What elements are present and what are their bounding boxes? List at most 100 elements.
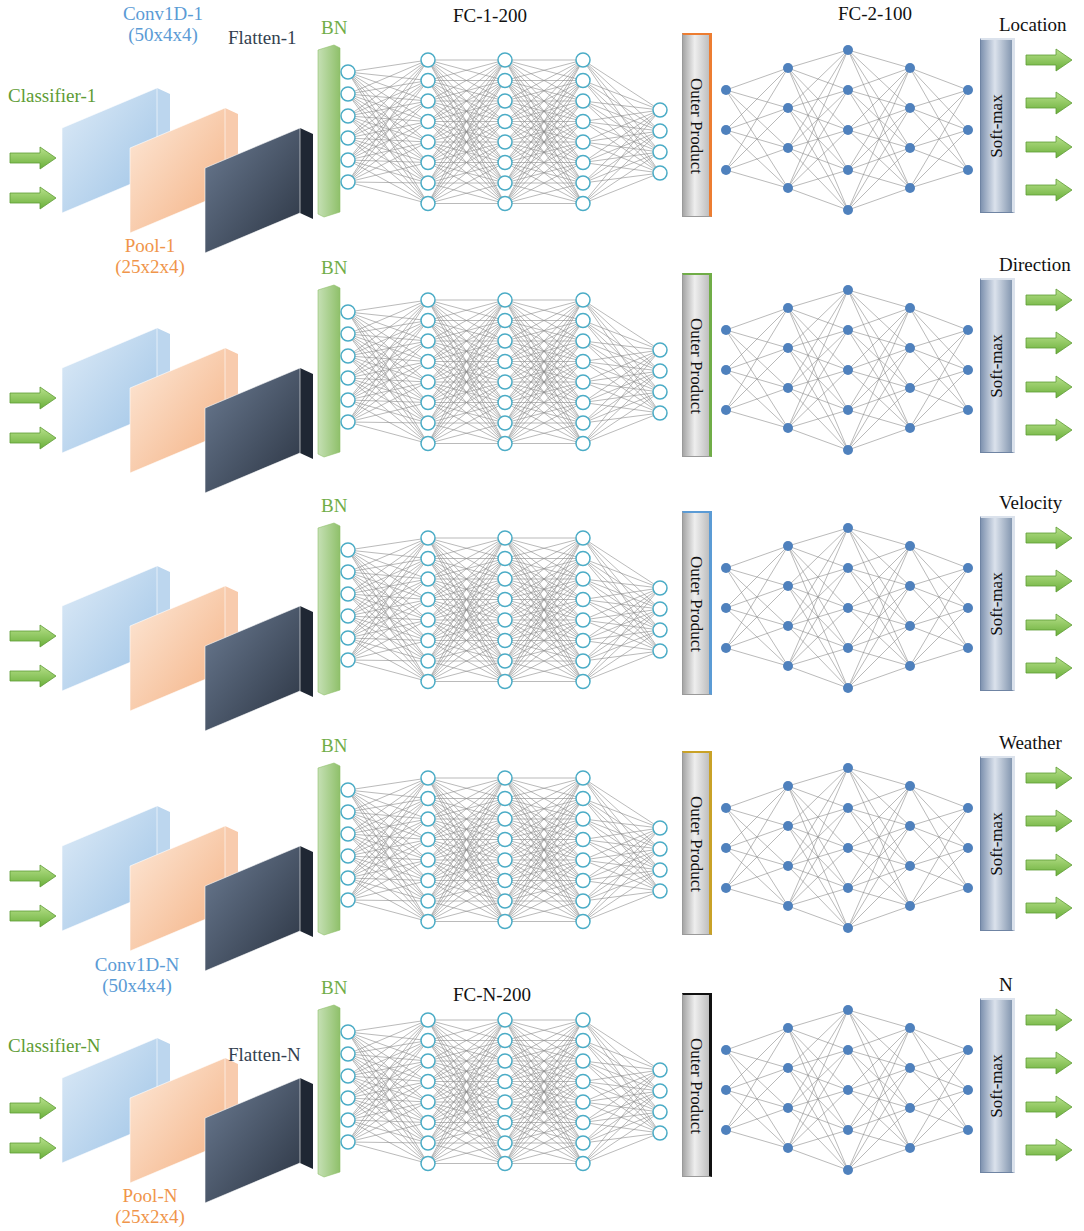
connection-line <box>428 1143 505 1164</box>
connection-line <box>505 661 583 682</box>
connection-line <box>583 778 660 849</box>
connection-line <box>910 68 968 90</box>
connection-line <box>583 300 660 371</box>
neuron <box>421 572 435 586</box>
connection-line <box>428 641 505 682</box>
connection-line <box>348 812 428 881</box>
connection-line <box>428 203 505 204</box>
green-arrow <box>1026 897 1072 919</box>
neuron <box>421 416 435 430</box>
connection-line <box>348 840 428 879</box>
connection-line <box>726 170 788 188</box>
connection-line <box>583 60 660 173</box>
neuron <box>498 812 512 826</box>
connection-line <box>910 546 968 648</box>
neuron <box>576 1034 590 1048</box>
connection-line <box>428 538 505 559</box>
connection-line <box>505 538 583 661</box>
batchnorm-bar <box>318 1005 340 1177</box>
connection-line <box>505 1020 583 1041</box>
connection-line <box>348 321 428 379</box>
outer-product-label: Outer Product <box>686 556 706 652</box>
connection-line <box>583 579 660 651</box>
connection-line <box>583 350 660 362</box>
connection-line <box>428 778 505 922</box>
connection-line <box>505 300 583 403</box>
connection-line <box>428 1020 505 1123</box>
green-arrow <box>1026 49 1072 71</box>
connection-line <box>505 60 583 81</box>
connection-line <box>505 403 583 444</box>
connection-line <box>583 630 660 682</box>
connection-line <box>505 300 583 301</box>
connection-line <box>583 778 660 828</box>
connection-line <box>348 101 428 116</box>
connection-line <box>583 101 660 131</box>
neuron <box>905 581 915 591</box>
connection-line <box>788 290 848 388</box>
connection-line <box>348 334 428 382</box>
connection-line <box>505 122 583 204</box>
connection-line <box>428 538 505 620</box>
connection-line <box>348 60 428 116</box>
connection-line <box>428 881 505 922</box>
connection-line <box>428 819 505 922</box>
neuron <box>843 843 853 853</box>
neuron <box>576 1075 590 1089</box>
connection-line <box>505 1143 583 1164</box>
connection-line <box>583 799 660 892</box>
connection-line <box>348 812 428 819</box>
connection-line <box>726 1108 788 1130</box>
neuron <box>498 552 512 566</box>
connection-line <box>788 1130 848 1148</box>
connection-line <box>848 290 910 388</box>
connection-line <box>583 819 660 870</box>
neuron <box>721 803 731 813</box>
connection-line <box>505 778 583 819</box>
connection-line <box>428 1102 505 1164</box>
connection-line <box>428 538 505 579</box>
neuron <box>421 874 435 888</box>
connection-line <box>788 768 848 906</box>
connection-line <box>726 786 788 888</box>
batchnorm-bar <box>318 763 340 935</box>
neuron <box>341 349 355 363</box>
connection-line <box>348 538 428 550</box>
connection-line <box>505 559 583 682</box>
neuron <box>843 1085 853 1095</box>
connection-line <box>788 888 848 906</box>
connection-line <box>583 828 660 840</box>
connection-line <box>428 538 505 539</box>
connection-line <box>505 778 583 840</box>
neuron <box>963 1045 973 1055</box>
flatten-layer-front <box>205 368 300 493</box>
connection-line <box>428 423 505 444</box>
connection-line <box>505 819 583 922</box>
neuron <box>421 355 435 369</box>
neuron <box>905 781 915 791</box>
connection-line <box>848 1028 910 1170</box>
neuron <box>341 1135 355 1149</box>
connection-line <box>348 572 428 579</box>
connection-line <box>788 348 848 450</box>
connection-line <box>348 778 428 856</box>
outer-product-label: Outer Product <box>686 1038 706 1134</box>
neuron <box>905 103 915 113</box>
batchnorm-bar <box>318 285 340 457</box>
connection-line <box>583 300 660 350</box>
connection-line <box>583 60 660 152</box>
connection-line <box>505 60 583 183</box>
connection-line <box>788 826 848 928</box>
connection-line <box>348 341 428 378</box>
connection-line <box>348 1020 428 1120</box>
connection-line <box>348 819 428 900</box>
connection-line <box>505 203 583 204</box>
connection-line <box>505 1082 583 1164</box>
neuron <box>421 771 435 785</box>
flatten-layer <box>205 1078 313 1203</box>
connection-line <box>583 371 660 444</box>
flatten-layer-side <box>300 1078 313 1169</box>
connection-line <box>428 778 505 860</box>
neuron <box>905 901 915 911</box>
neuron <box>843 923 853 933</box>
